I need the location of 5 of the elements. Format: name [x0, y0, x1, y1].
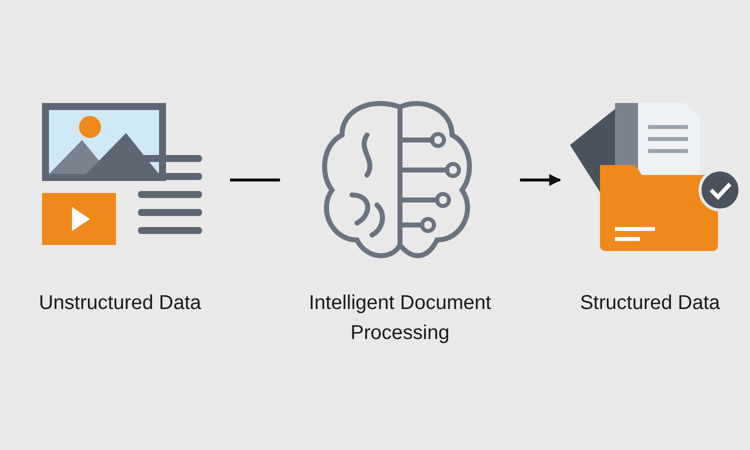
arrow	[520, 174, 562, 186]
node-caption: Unstructured Data	[38, 291, 202, 316]
node-caption: Intelligent Document Processing	[308, 291, 492, 346]
connector-line	[230, 178, 280, 182]
node-caption: Structured Data	[580, 291, 720, 316]
